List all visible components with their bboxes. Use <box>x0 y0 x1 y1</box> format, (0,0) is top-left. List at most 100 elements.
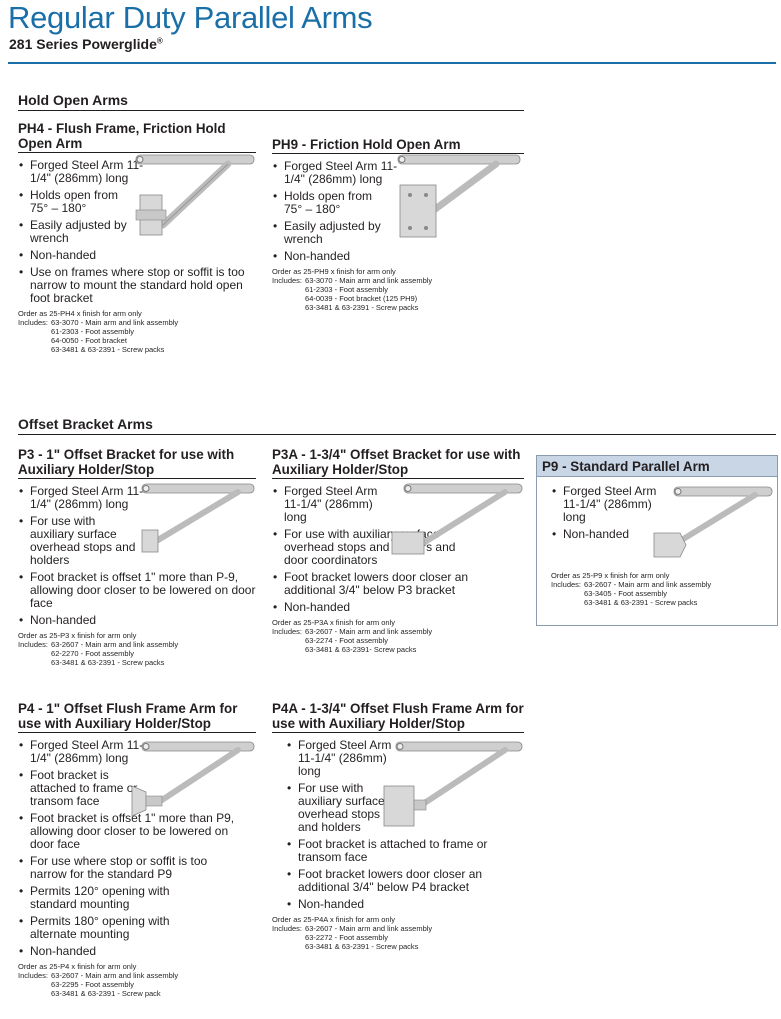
product-p3a: P3A - 1-3/4" Offset Bracket for use with… <box>272 447 524 654</box>
p3-include-item: 63-2607 - Main arm and link assembly <box>51 640 179 649</box>
p4a-title: P4A - 1-3/4" Offset Flush Frame Arm for … <box>272 701 524 733</box>
ph9-include-item: 61-2303 - Foot assembly <box>305 285 388 294</box>
p3-order-line: Order as 25-P3 x finish for arm only <box>18 631 137 640</box>
ph4-include-item: 63-3481 & 63-2391 - Screw packs <box>51 345 165 354</box>
p9-include-item: 63-3405 - Foot assembly <box>584 589 667 598</box>
p9-order-line: Order as 25-P9 x finish for arm only <box>551 571 670 580</box>
ph9-order-info: Order as 25-PH9 x finish for arm only In… <box>272 267 524 312</box>
p9-bullets: Forged Steel Arm 11-1/4" (286mm) long No… <box>551 485 777 542</box>
p9-bullet: Non-handed <box>551 528 777 542</box>
p4-order-info: Order as 25-P4 x finish for arm only Inc… <box>18 962 256 998</box>
ph9-includes: Includes: 63-3070 - Main arm and link as… <box>272 276 524 312</box>
ph4-bullet: Forged Steel Arm 11-1/4" (286mm) long <box>18 159 145 185</box>
p4a-bullets: Forged Steel Arm 11-1/4" (286mm) long Fo… <box>286 739 524 912</box>
ph9-bullet: Forged Steel Arm 11-1/4" (286mm) long <box>272 160 399 186</box>
p3a-title: P3A - 1-3/4" Offset Bracket for use with… <box>272 447 524 479</box>
ph9-arm-image <box>397 154 521 238</box>
p4-bullet: Foot bracket is attached to frame or tra… <box>18 769 138 808</box>
ph9-order-line: Order as 25-PH9 x finish for arm only <box>272 267 396 276</box>
ph9-bullets: Forged Steel Arm 11-1/4" (286mm) long Ho… <box>272 160 524 264</box>
p3-include-item: 63-3481 & 63-2391 - Screw packs <box>51 658 165 667</box>
p3a-bullet: Forged Steel Arm 11-1/4" (286mm) long <box>272 485 394 524</box>
p3-bullet: For use with auxiliary surface overhead … <box>18 515 138 567</box>
p3a-order-line: Order as 25-P3A x finish for arm only <box>272 618 395 627</box>
p3-bullet: Foot bracket is offset 1" more than P-9,… <box>18 571 258 610</box>
p4-bullet: Forged Steel Arm 11-1/4" (286mm) long <box>18 739 145 765</box>
ph4-title: PH4 - Flush Frame, Friction Hold Open Ar… <box>18 121 256 153</box>
p3a-bullet: Non-handed <box>272 601 524 615</box>
ph9-bullet: Easily adjusted by wrench <box>272 220 399 246</box>
p4-arm-image <box>131 741 255 817</box>
p4a-bullet: Foot bracket lowers door closer an addit… <box>286 868 516 894</box>
section-hold-open-heading: Hold Open Arms <box>18 92 524 111</box>
ph9-bullet: Non-handed <box>272 250 524 264</box>
p4-bullet: Foot bracket is offset 1" more than P9, … <box>18 812 252 851</box>
p4a-bullet: Forged Steel Arm 11-1/4" (286mm) long <box>286 739 408 778</box>
p9-includes-label: Includes: <box>551 580 582 589</box>
p4-includes: Includes: 63-2607 - Main arm and link as… <box>18 971 256 998</box>
ph4-bullets: Forged Steel Arm 11-1/4" (286mm) long Ho… <box>18 159 256 305</box>
section-offset-heading: Offset Bracket Arms <box>18 416 776 435</box>
p4a-include-item: 63-2272 - Foot assembly <box>305 933 388 942</box>
ph4-include-item: 63-3070 - Main arm and link assembly <box>51 318 179 327</box>
subtitle-text: 281 Series Powerglide <box>9 36 157 52</box>
p3-bullets: Forged Steel Arm 11-1/4" (286mm) long Fo… <box>18 485 258 628</box>
p4a-includes: Includes: 63-2607 - Main arm and link as… <box>272 924 524 951</box>
p9-includes: Includes: 63-2607 - Main arm and link as… <box>551 580 771 607</box>
p4a-order-line: Order as 25-P4A x finish for arm only <box>272 915 395 924</box>
p3-bullet: Forged Steel Arm 11-1/4" (286mm) long <box>18 485 145 511</box>
p4a-include-item: 63-3481 & 63-2391 - Screw packs <box>305 942 419 951</box>
p3a-bullet: Foot bracket lowers door closer an addit… <box>272 571 484 597</box>
p3a-include-item: 63-2274 - Foot assembly <box>305 636 388 645</box>
ph9-includes-label: Includes: <box>272 276 303 285</box>
p3-bullet: Non-handed <box>18 614 256 628</box>
p4-include-item: 63-2607 - Main arm and link assembly <box>51 971 179 980</box>
ph4-bullet: Use on frames where stop or soffit is to… <box>18 266 252 305</box>
p3-include-item: 62-2270 - Foot assembly <box>51 649 134 658</box>
ph9-bullet: Holds open from 75° – 180° <box>272 190 374 216</box>
product-ph9: PH9 - Friction Hold Open Arm Forged Stee… <box>272 137 524 312</box>
product-p9: P9 - Standard Parallel Arm Forged Steel … <box>536 455 778 626</box>
p4-order-line: Order as 25-P4 x finish for arm only <box>18 962 137 971</box>
ph9-title: PH9 - Friction Hold Open Arm <box>272 137 524 154</box>
header-rule <box>8 62 776 64</box>
p4a-bullet: Non-handed <box>286 898 524 912</box>
p3a-order-info: Order as 25-P3A x finish for arm only In… <box>272 618 524 654</box>
p4-include-item: 63-2295 - Foot assembly <box>51 980 134 989</box>
p4a-bullet: For use with auxiliary surface overhead … <box>286 782 396 834</box>
ph4-includes-label: Includes: <box>18 318 49 327</box>
ph4-order-line: Order as 25-PH4 x finish for arm only <box>18 309 142 318</box>
p4-bullets: Forged Steel Arm 11-1/4" (286mm) long Fo… <box>18 739 256 959</box>
product-p4: P4 - 1" Offset Flush Frame Arm for use w… <box>18 701 256 998</box>
page-title: Regular Duty Parallel Arms <box>8 0 373 35</box>
p3a-include-item: 63-2607 - Main arm and link assembly <box>305 627 433 636</box>
ph9-include-item: 64-0039 - Foot bracket (125 PH9) <box>305 294 418 303</box>
p3-includes-label: Includes: <box>18 640 49 649</box>
ph9-include-item: 63-3070 - Main arm and link assembly <box>305 276 433 285</box>
p3-order-info: Order as 25-P3 x finish for arm only Inc… <box>18 631 256 667</box>
p4a-bullet: Foot bracket is attached to frame or tra… <box>286 838 498 864</box>
p4-bullet: Permits 180° opening with alternate moun… <box>18 915 190 941</box>
ph4-bullet: Easily adjusted by wrench <box>18 219 145 245</box>
p3-arm-image <box>141 483 255 553</box>
p3a-includes-label: Includes: <box>272 627 303 636</box>
p3a-arm-image <box>391 483 523 555</box>
p9-include-item: 63-3481 & 63-2391 - Screw packs <box>584 598 698 607</box>
ph4-order-info: Order as 25-PH4 x finish for arm only In… <box>18 309 256 354</box>
ph4-include-item: 61-2303 - Foot assembly <box>51 327 134 336</box>
registered-mark: ® <box>156 36 163 46</box>
p9-title: P9 - Standard Parallel Arm <box>537 456 777 477</box>
p4-includes-label: Includes: <box>18 971 49 980</box>
p4a-include-item: 63-2607 - Main arm and link assembly <box>305 924 433 933</box>
ph4-arm-image <box>135 154 255 236</box>
p9-order-info: Order as 25-P9 x finish for arm only Inc… <box>551 571 771 607</box>
p4a-includes-label: Includes: <box>272 924 303 933</box>
p3-includes: Includes: 63-2607 - Main arm and link as… <box>18 640 256 667</box>
p3a-includes: Includes: 63-2607 - Main arm and link as… <box>272 627 524 654</box>
p9-include-item: 63-2607 - Main arm and link assembly <box>584 580 712 589</box>
p3a-include-item: 63-3481 & 63-2391- Screw packs <box>305 645 417 654</box>
product-p3: P3 - 1" Offset Bracket for use with Auxi… <box>18 447 256 667</box>
p4-bullet: Permits 120° opening with standard mount… <box>18 885 190 911</box>
p9-arm-image <box>653 486 773 558</box>
product-ph4: PH4 - Flush Frame, Friction Hold Open Ar… <box>18 121 256 354</box>
